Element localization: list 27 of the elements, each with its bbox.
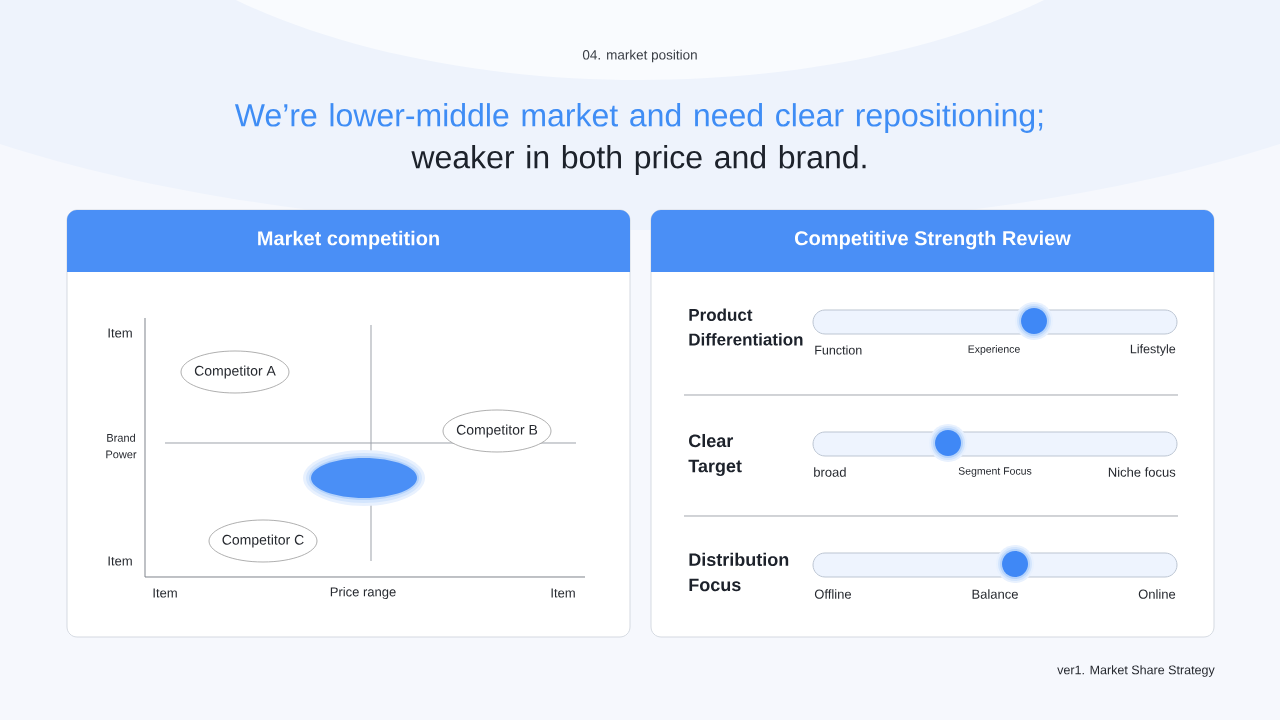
bubble: Competitor B <box>442 409 552 453</box>
axis-label: Brand Power <box>106 433 137 459</box>
scale-label: Experience <box>968 345 1020 355</box>
bubble: Competitor A <box>180 350 290 394</box>
row-label: Distribution Focus <box>689 552 789 592</box>
axis-label: Item <box>551 588 575 598</box>
axis-label: Price range <box>330 586 396 600</box>
axis-label: Item <box>108 556 132 566</box>
scale-label: Function <box>815 345 862 355</box>
row-label: Product Differentiation <box>689 308 803 346</box>
section-label: 04. market position <box>582 49 697 63</box>
highlight-bubble <box>303 450 425 506</box>
scale-label: Online <box>1138 589 1176 599</box>
slide-title: We’re lower-middle market and need clear repositioning; weaker in both price and brand. <box>234 103 1043 175</box>
card-header: Competitive Strength Review <box>651 210 1214 272</box>
scale-label: Offline <box>814 589 852 599</box>
scale-label: Segment Focus <box>958 467 1032 477</box>
row-label: Clear Target <box>688 433 742 476</box>
axis-label: Item <box>153 588 177 598</box>
scale-label: broad <box>814 467 846 477</box>
footer-text: ver1. Market Share Strategy <box>1057 665 1215 677</box>
scale-label: Balance <box>972 589 1018 599</box>
bubble: Competitor C <box>208 519 318 563</box>
scale-label: Lifestyle <box>1130 344 1176 356</box>
axis-label: Item <box>108 328 132 338</box>
card-header: Market competition <box>67 210 630 272</box>
scale-label: Niche focus <box>1108 467 1176 477</box>
